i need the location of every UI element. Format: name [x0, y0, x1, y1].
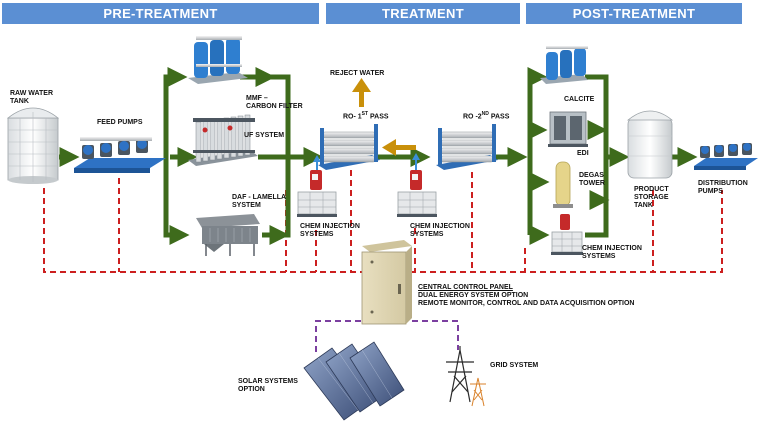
solar-panels-graphic [303, 341, 405, 421]
energy-lines [315, 320, 459, 352]
header-post-treatment: POST-TREATMENT [526, 3, 742, 24]
feed-pumps-label: FEED PUMPS [97, 119, 143, 126]
feed-pumps-graphic [74, 137, 166, 173]
dosing-arrows [313, 153, 420, 170]
ro-second-pass-label: RO -2ND PASS [463, 111, 510, 121]
degas-tower-graphic [553, 161, 573, 208]
mmf-label: MMF –CARBON FILTER [246, 95, 303, 110]
grid-tower-graphic [446, 346, 474, 403]
header-pre-treatment: PRE-TREATMENT [2, 3, 319, 24]
grid-label: GRID SYSTEM [490, 362, 539, 369]
distribution-pumps-graphic [694, 143, 758, 170]
calcite-graphic [540, 46, 588, 84]
calcite-label: CALCITE [564, 96, 595, 103]
product-tank-graphic [626, 110, 674, 179]
control-panel-graphic [361, 240, 412, 325]
reject-water-label: REJECT WATER [330, 70, 385, 77]
edi-label: EDI [577, 150, 589, 157]
flow-lines [59, 67, 698, 245]
ro-first-pass-graphic [318, 124, 380, 170]
uf-graphic [188, 114, 258, 166]
mmf-graphic [188, 36, 248, 84]
daf-graphic [196, 214, 260, 256]
header-treatment: TREATMENT [326, 3, 520, 24]
raw-water-tank-graphic [6, 107, 60, 184]
ro-second-pass-graphic [436, 124, 498, 170]
edi-graphic [548, 111, 588, 147]
grid-tower-small-graphic [470, 377, 486, 407]
ro-first-pass-label: RO- 1ST PASS [343, 111, 389, 121]
uf-label: UF SYSTEM [244, 132, 285, 139]
reject-arrows [352, 78, 416, 156]
chem-injection-1-graphic [297, 170, 337, 217]
control-panel-label: CENTRAL CONTROL PANEL DUAL ENERGY SYSTEM… [418, 284, 635, 307]
chem-injection-3-graphic [551, 214, 583, 255]
chem-injection-2-graphic [397, 170, 437, 217]
